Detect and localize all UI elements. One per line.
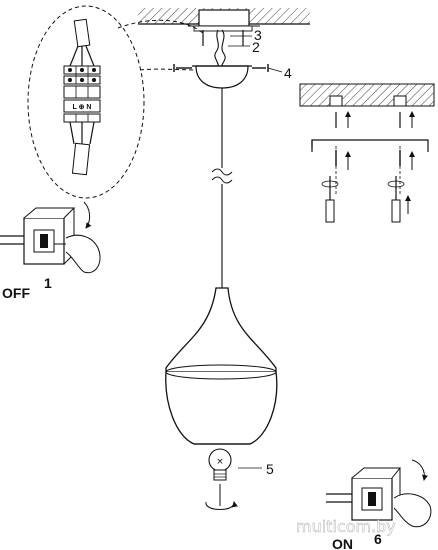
pendant-cord bbox=[211, 88, 233, 288]
on-label: ON bbox=[332, 536, 353, 550]
watermark-text: multicom.by bbox=[296, 517, 396, 536]
mounting-detail bbox=[299, 83, 435, 223]
switch-on-illustration bbox=[326, 459, 432, 528]
terminal-label-box: L ⊕ N bbox=[63, 99, 101, 113]
callout-1: 1 bbox=[44, 275, 52, 291]
terminal-block-top bbox=[63, 65, 101, 85]
callout-leaders bbox=[228, 35, 283, 73]
ceiling-wires bbox=[214, 29, 226, 69]
screwdriver-right bbox=[387, 176, 411, 223]
wiring-detail: L ⊕ N bbox=[63, 18, 101, 176]
callout-4: 4 bbox=[284, 65, 292, 81]
screwdriver-left bbox=[321, 176, 339, 223]
mounting-box bbox=[188, 9, 260, 32]
callout-6: 6 bbox=[374, 531, 382, 547]
terminal-label: L ⊕ N bbox=[73, 104, 92, 111]
wiring-detail-bubble bbox=[27, 5, 205, 199]
callout-5: 5 bbox=[266, 461, 274, 477]
canopy bbox=[192, 65, 252, 89]
callout-3: 3 bbox=[254, 27, 262, 43]
switch-off-illustration bbox=[0, 201, 101, 274]
off-label: OFF bbox=[2, 285, 30, 301]
terminal-block-bottom bbox=[63, 85, 101, 123]
lamp-shade bbox=[165, 287, 278, 445]
ceiling-screws bbox=[202, 30, 244, 46]
callout-2: 2 bbox=[252, 39, 260, 55]
light-bulb: × bbox=[205, 448, 262, 510]
svg-text:×: × bbox=[216, 457, 224, 467]
